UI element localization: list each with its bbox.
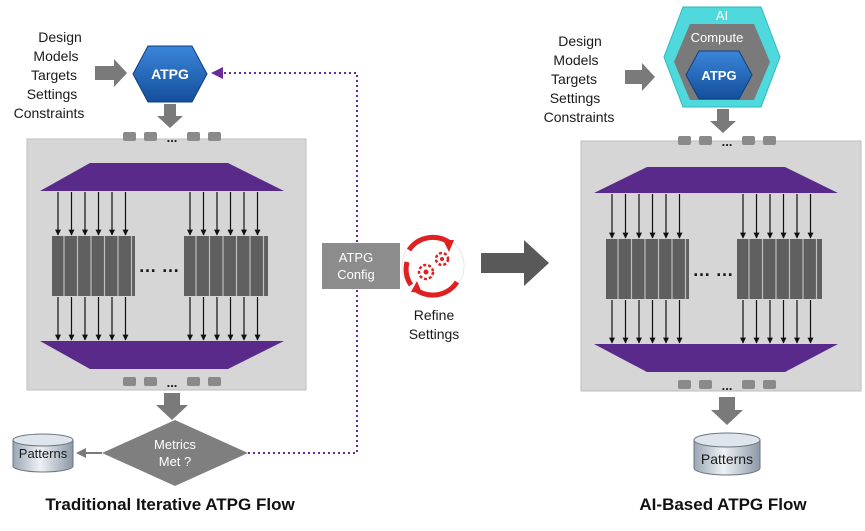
left-patterns-database: Patterns xyxy=(12,433,74,473)
left-decompressor xyxy=(40,163,284,191)
right-input-list: Design Models Targets Settings Constrain… xyxy=(544,33,615,125)
feedback-loop-arrowhead xyxy=(211,67,223,79)
left-input-arrow xyxy=(95,59,127,87)
right-patterns-database: Patterns xyxy=(693,432,761,476)
transition-arrow xyxy=(481,240,549,286)
left-top-pin-2 xyxy=(144,132,157,141)
decision-to-patterns-arrowhead xyxy=(76,448,86,458)
left-chain-group-a xyxy=(52,236,135,296)
feedback-loop-line xyxy=(222,72,358,454)
left-top-pin-3 xyxy=(187,132,200,141)
right-input-models: Models xyxy=(553,52,598,68)
refine-gears-icon xyxy=(401,234,465,298)
left-top-pins: ... xyxy=(123,130,221,145)
left-compressor xyxy=(40,341,284,369)
right-bottom-pin-1 xyxy=(678,380,691,389)
right-bottom-pin-2 xyxy=(699,380,712,389)
left-caption: Traditional Iterative ATPG Flow xyxy=(45,495,295,514)
right-decompressor xyxy=(594,167,838,193)
left-bottom-pin-4 xyxy=(208,377,221,386)
left-bottom-pin-dots: ... xyxy=(167,375,178,390)
right-top-pin-dots: ... xyxy=(722,134,733,149)
right-input-arrow xyxy=(625,63,655,91)
right-patterns-label: Patterns xyxy=(701,451,753,467)
atpg-config-line-2: Config xyxy=(337,267,375,282)
right-bottom-pin-4 xyxy=(763,380,776,389)
decision-diamond xyxy=(102,420,248,486)
right-input-targets: Targets xyxy=(551,71,597,87)
right-atpg-down-arrow xyxy=(710,109,736,133)
right-top-pins: ... xyxy=(678,134,776,149)
left-chain-dots: … … xyxy=(138,256,179,276)
right-flow: Design Models Targets Settings Constrain… xyxy=(544,6,862,514)
left-bottom-pins: ... xyxy=(123,375,221,390)
right-atpg-label: ATPG xyxy=(701,68,736,83)
ai-label: AI xyxy=(716,8,728,23)
right-input-settings: Settings xyxy=(550,90,601,106)
left-input-design: Design xyxy=(38,29,82,45)
left-atpg-down-arrow xyxy=(157,104,183,128)
right-input-design: Design xyxy=(558,33,602,49)
atpg-config-line-1: ATPG xyxy=(339,250,373,265)
decision-line-2: Met ? xyxy=(159,454,192,469)
compute-label: Compute xyxy=(691,30,744,45)
right-compressor xyxy=(594,344,838,372)
decision-line-1: Metrics xyxy=(154,437,196,452)
right-chain-dots: … … xyxy=(692,260,733,280)
left-top-pin-dots: ... xyxy=(167,130,178,145)
right-input-constraints: Constraints xyxy=(544,109,615,125)
left-bottom-pin-2 xyxy=(144,377,157,386)
right-chip-down-arrow xyxy=(711,397,743,425)
right-bottom-pins: ... xyxy=(678,378,776,393)
left-chip-down-arrow xyxy=(156,393,188,420)
left-input-targets: Targets xyxy=(31,67,77,83)
refine-line-2: Settings xyxy=(409,326,460,342)
right-atpg-hexagon xyxy=(685,50,753,100)
left-input-models: Models xyxy=(33,48,78,64)
left-top-pin-4 xyxy=(208,132,221,141)
left-input-list: Design Models Targets Settings Constrain… xyxy=(14,29,85,121)
right-top-pin-2 xyxy=(699,136,712,145)
right-top-pin-3 xyxy=(742,136,755,145)
left-scan-chains: … … xyxy=(52,192,268,341)
right-chain-group-a xyxy=(606,239,689,299)
left-input-settings: Settings xyxy=(27,86,78,102)
right-top-pin-4 xyxy=(763,136,776,145)
left-atpg-label: ATPG xyxy=(151,66,189,82)
right-bottom-pin-3 xyxy=(742,380,755,389)
refine-line-1: Refine xyxy=(414,307,455,323)
atpg-config-box xyxy=(322,243,400,289)
left-chain-group-b xyxy=(184,236,268,296)
left-flow: Design Models Targets Settings Constrain… xyxy=(12,29,358,514)
refine-settings-block: ATPG Config Refine Settings xyxy=(322,234,465,342)
left-bottom-pin-3 xyxy=(187,377,200,386)
right-chain-group-b xyxy=(737,239,822,299)
left-bottom-pin-1 xyxy=(123,377,136,386)
right-bottom-pin-dots: ... xyxy=(722,378,733,393)
right-top-pin-1 xyxy=(678,136,691,145)
left-input-constraints: Constraints xyxy=(14,105,85,121)
right-scan-chains: … … xyxy=(606,194,822,344)
left-top-pin-1 xyxy=(123,132,136,141)
right-caption: AI-Based ATPG Flow xyxy=(639,495,807,514)
left-atpg-hexagon xyxy=(132,45,208,103)
left-patterns-label: Patterns xyxy=(19,446,68,461)
